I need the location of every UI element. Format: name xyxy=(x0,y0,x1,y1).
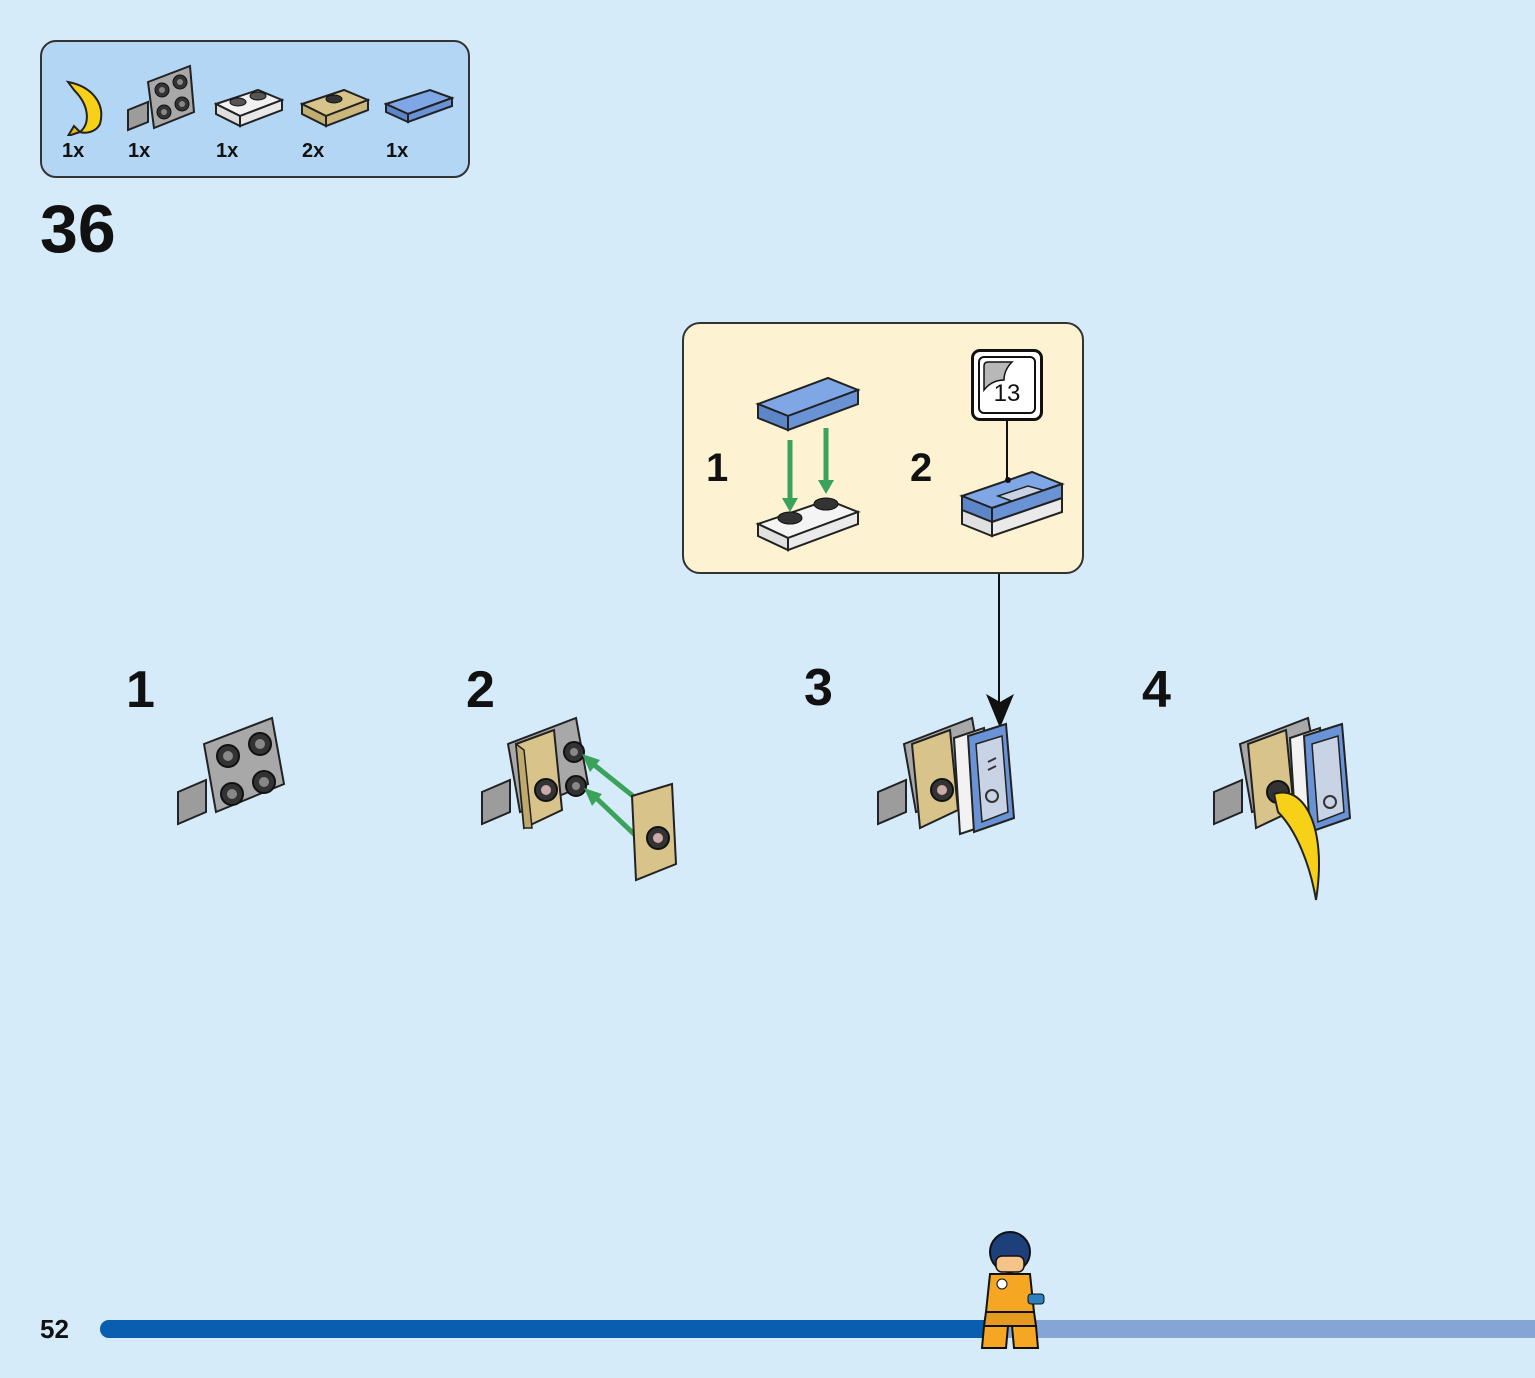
parts-list-box: 1x 1x 1x 2x xyxy=(40,40,470,178)
step-number: 36 xyxy=(40,191,116,267)
sticker-badge: 13 xyxy=(971,349,1043,421)
astronaut-minifigure-icon xyxy=(980,1231,1045,1349)
progress-bar xyxy=(100,1320,1535,1338)
step3-tile-assembly-illustration xyxy=(877,716,1016,836)
callout-step-number: 2 xyxy=(910,446,933,490)
tan-plate-part-icon xyxy=(300,86,370,130)
callout-arrow-head-icon xyxy=(986,694,1014,728)
white-plate-part-icon xyxy=(214,86,284,130)
callout-arrow-line xyxy=(998,574,1000,704)
part-qty: 2x xyxy=(302,140,325,162)
progress-bar-fill xyxy=(100,1320,1005,1338)
step4-banana-assembly-illustration xyxy=(1213,716,1352,901)
callout-step2-illustration xyxy=(959,470,1065,538)
sub-assembly-callout: 1 2 13 xyxy=(682,322,1084,574)
part-qty: 1x xyxy=(128,140,151,162)
part-qty: 1x xyxy=(386,140,409,162)
page-number: 52 xyxy=(40,1314,69,1344)
sticker-icon xyxy=(983,361,1014,392)
sub-step-number: 4 xyxy=(1142,661,1171,719)
step1-angle-plate-illustration xyxy=(177,716,286,826)
sub-step-number: 3 xyxy=(804,659,833,717)
part-qty: 1x xyxy=(62,140,85,162)
step2-tan-plate-illustration xyxy=(481,716,678,882)
sub-step-number: 2 xyxy=(466,661,495,719)
sub-step-number: 1 xyxy=(126,661,155,719)
sticker-leader-line xyxy=(1006,421,1008,483)
blue-tile-part-icon xyxy=(384,86,454,130)
callout-step-number: 1 xyxy=(706,446,729,490)
angle-plate-part-icon xyxy=(126,62,200,136)
banana-part-icon xyxy=(60,76,112,136)
part-qty: 1x xyxy=(216,140,239,162)
sticker-number: 13 xyxy=(993,380,1021,407)
callout-step1-illustration xyxy=(755,376,861,552)
